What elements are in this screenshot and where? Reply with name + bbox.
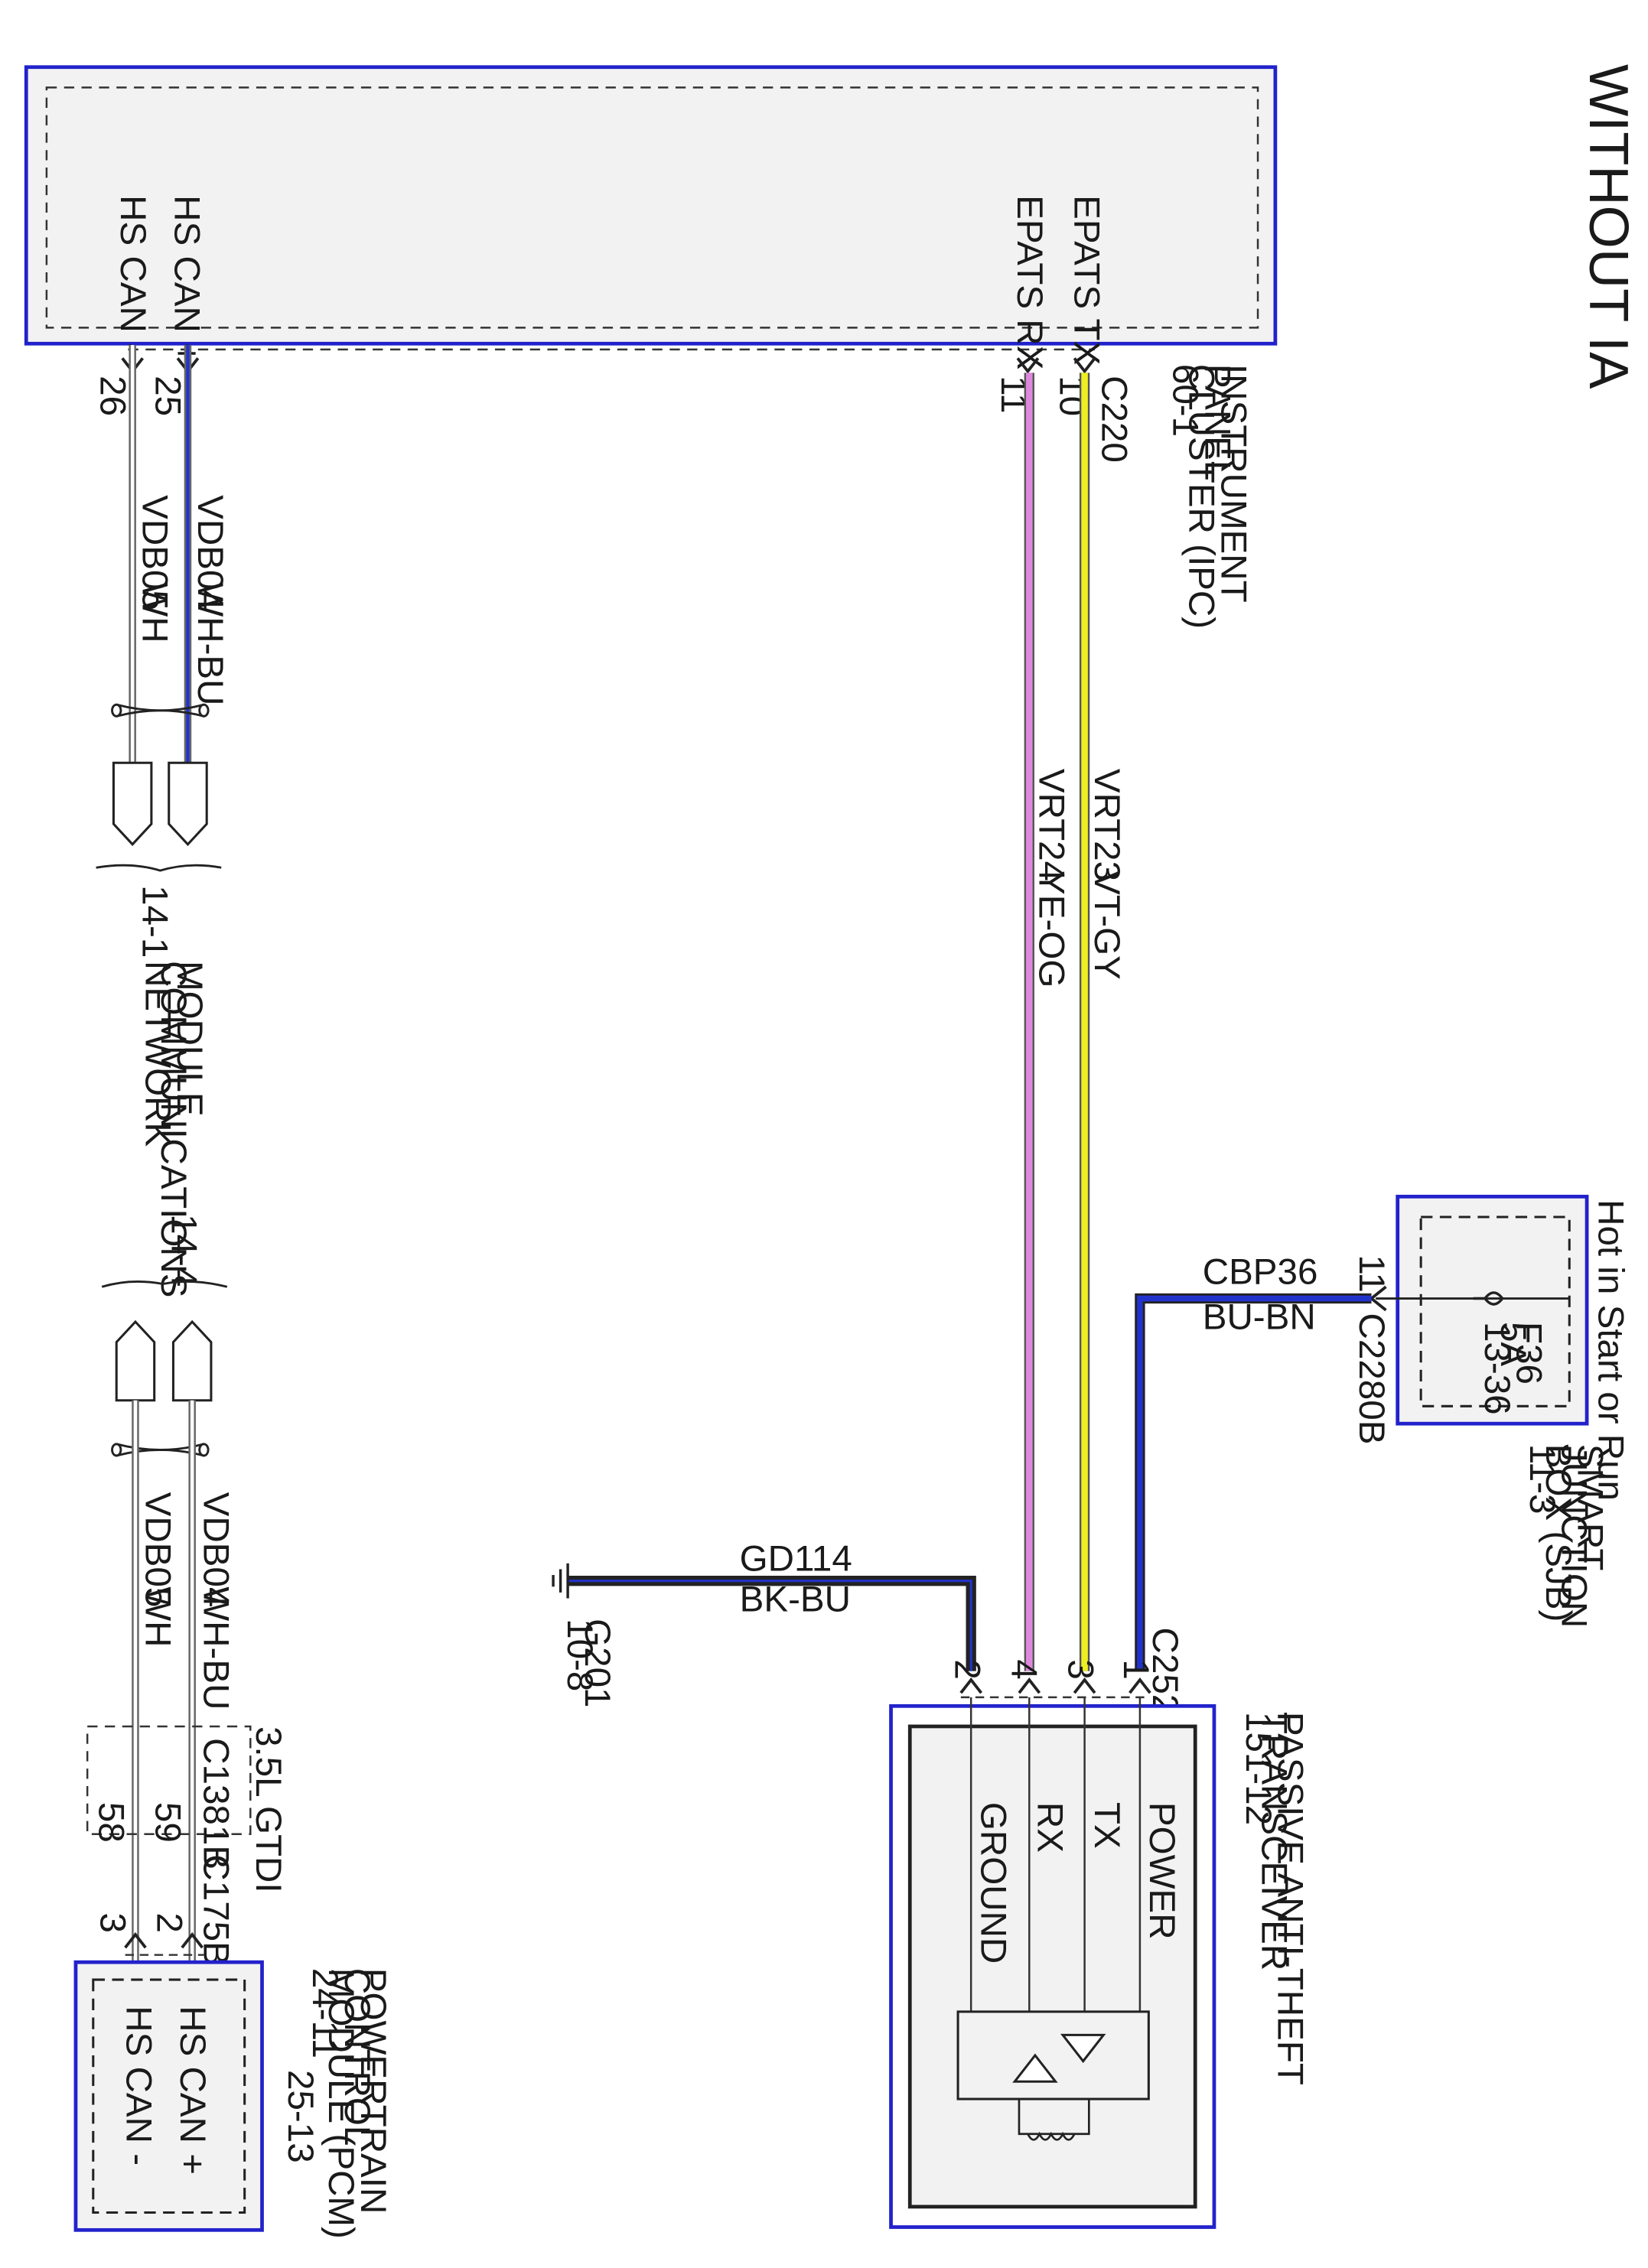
wire-gd114 xyxy=(568,1576,976,1671)
ipc-pin-label-epats-tx: EPATS TX xyxy=(1066,195,1106,365)
page-title: WITHOUT IA xyxy=(1578,64,1639,389)
ipc-pin-num-26: 26 xyxy=(92,376,132,416)
pcm-pin-num-3: 3 xyxy=(92,1913,132,1933)
pats-pin-label-power: POWER xyxy=(1142,1802,1182,1940)
ipc-pin-label-hs-can-minus: HS CAN - xyxy=(112,195,153,355)
pcm-title: POWERTRAIN CONTROL MODULE (PCM) 24-11 25… xyxy=(280,1968,393,2239)
svg-text:CONTROL: CONTROL xyxy=(337,1968,377,2146)
wire-vrt23-color: VT-GY xyxy=(1086,870,1127,980)
network-connector-lower xyxy=(115,1319,213,1402)
wire-vdb05-circuit-lower: VDB05 xyxy=(137,1492,178,1608)
svg-text:CLUSTER (IPC): CLUSTER (IPC) xyxy=(1181,364,1222,629)
wire-gd114-circuit: GD114 xyxy=(740,1538,852,1579)
svg-text:NETWORK: NETWORK xyxy=(137,961,178,1147)
ipc-pin-label-hs-can-plus: HS CAN + xyxy=(166,195,207,364)
sjb-connector: C2280B xyxy=(1351,1313,1392,1445)
pats-antenna-coil-icon xyxy=(1018,2099,1090,2141)
pats-pin-label-rx: RX xyxy=(1030,1802,1070,1853)
gtdi-pin-plus: 59 xyxy=(148,1802,188,1843)
sjb-hot-label: Hot in Start or Run xyxy=(1590,1199,1630,1501)
svg-text:SMART: SMART xyxy=(1570,1444,1611,1571)
sjb-module xyxy=(1396,1194,1589,1426)
network-brace-lower xyxy=(101,1280,228,1288)
pats-title: PASSIVE ANTI-THEFT TRANSCEIVER 151-12 xyxy=(1238,1712,1311,2085)
pats-pin-num-4: 4 xyxy=(1003,1659,1044,1679)
wire-vdb04-color-upper: WH-BU xyxy=(190,582,230,705)
pats-module xyxy=(889,1703,1216,2229)
svg-text:POWERTRAIN: POWERTRAIN xyxy=(353,1968,393,2214)
gtdi-inline-connector-box xyxy=(86,1725,252,1835)
svg-text:PASSIVE ANTI-THEFT: PASSIVE ANTI-THEFT xyxy=(1270,1712,1311,2085)
wire-vrt24-circuit: VRT24 xyxy=(1031,769,1072,881)
ipc-title: INSTRUMENT PANEL CLUSTER (IPC) 60-1 xyxy=(1165,364,1254,629)
ipc-pin-label-epats-rx: EPATS RX xyxy=(1009,195,1050,369)
pcm-pin-label-hs-can-minus: HS CAN - xyxy=(119,2006,159,2166)
wire-cbp36 xyxy=(1135,1293,1372,1671)
svg-text:MODULE (PCM): MODULE (PCM) xyxy=(321,1968,361,2239)
pcm-pin-label-hs-can-plus: HS CAN + xyxy=(172,2006,213,2175)
fuse-f36-icon xyxy=(1473,1291,1504,1306)
network-brace-upper xyxy=(96,864,222,872)
twisted-pair-symbol-upper xyxy=(111,703,210,717)
pats-receive-triangle-icon xyxy=(1012,2053,1058,2083)
svg-text:60-1: 60-1 xyxy=(1165,364,1206,437)
svg-text:TRANSCEIVER: TRANSCEIVER xyxy=(1254,1712,1295,1970)
svg-text:25-13: 25-13 xyxy=(280,2070,321,2163)
pats-connector-arrows xyxy=(959,1677,1151,1694)
ground-g201-icon xyxy=(552,1563,569,1599)
svg-text:13-36: 13-36 xyxy=(1477,1322,1517,1415)
wire-vdb05-color-lower: WH xyxy=(137,1586,178,1647)
ipc-connector-c220: C220 xyxy=(1093,376,1134,463)
ipc-pin-num-25: 25 xyxy=(148,376,188,416)
network-connector-upper xyxy=(112,761,208,847)
svg-text:11-3: 11-3 xyxy=(1522,1444,1562,1515)
svg-text:151-12: 151-12 xyxy=(1238,1712,1278,1825)
pcm-module xyxy=(73,1960,264,2232)
pats-pin-label-tx: TX xyxy=(1086,1802,1127,1849)
pats-internal-lines xyxy=(969,1697,1142,2012)
wire-vdb04-circuit-lower: VDB04 xyxy=(195,1492,236,1608)
gtdi-label: 3.5L GTDI xyxy=(248,1726,288,1893)
pats-pin-num-3: 3 xyxy=(1060,1659,1101,1679)
pats-pin-label-ground: GROUND xyxy=(973,1802,1014,1964)
svg-text:COMMUNICATIONS: COMMUNICATIONS xyxy=(153,961,194,1297)
svg-text:5A: 5A xyxy=(1493,1322,1533,1366)
gtdi-connector: C1381B xyxy=(195,1738,236,1869)
svg-text:INSTRUMENT: INSTRUMENT xyxy=(1213,364,1253,603)
svg-text:F36: F36 xyxy=(1509,1322,1549,1385)
svg-text:PANEL: PANEL xyxy=(1197,364,1238,480)
svg-text:BOX (SJB): BOX (SJB) xyxy=(1538,1444,1578,1622)
ipc-module xyxy=(24,65,1278,351)
pcm-connector: C175B xyxy=(195,1854,236,1965)
pcm-connector-arrows xyxy=(124,1931,204,1949)
pats-transceiver-block xyxy=(956,2010,1150,2141)
wire-vdb05-circuit-upper: VDB05 xyxy=(134,495,174,610)
network-upper-title: MODULE COMMUNICATIONS NETWORK xyxy=(137,961,210,1297)
gtdi-pin-minus: 58 xyxy=(90,1802,131,1843)
wire-cbp36-color: BU-BN xyxy=(1203,1297,1316,1337)
sjb-pin-num: 11 xyxy=(1351,1254,1392,1292)
svg-text:24-11: 24-11 xyxy=(305,1968,345,2058)
wire-vdb04-circuit-upper: VDB04 xyxy=(190,495,230,610)
network-lower-ref: 14-4 xyxy=(164,1214,204,1287)
pats-transmit-triangle-icon xyxy=(1060,2033,1106,2064)
wire-vrt24-color: YE-OG xyxy=(1031,870,1072,988)
svg-text:MODULE: MODULE xyxy=(169,961,210,1117)
wire-cbp36-circuit: CBP36 xyxy=(1203,1251,1318,1292)
wire-vdb04-color-lower: WH-BU xyxy=(195,1586,236,1710)
wire-vrt23-circuit: VRT23 xyxy=(1086,769,1127,881)
fuse-f36-label: F36 5A 13-36 xyxy=(1477,1322,1549,1415)
ground-g201-name: G201 xyxy=(577,1619,617,1707)
pats-connector: C252 xyxy=(1145,1628,1185,1715)
sjb-title: SMART JUNCTION BOX (SJB) 11-3 xyxy=(1522,1444,1611,1628)
ground-g201-ref: 10-8 xyxy=(559,1619,600,1691)
network-upper-ref: 14-1 xyxy=(134,885,174,958)
svg-text:JUNCTION: JUNCTION xyxy=(1554,1444,1594,1628)
pats-pin-num-2: 2 xyxy=(946,1659,987,1679)
pcm-pin-num-2: 2 xyxy=(149,1913,190,1933)
pats-pin-num-1: 1 xyxy=(1115,1659,1156,1679)
wire-vdb05-color-upper: WH xyxy=(134,582,174,643)
wire-gd114-color: BK-BU xyxy=(740,1580,851,1620)
